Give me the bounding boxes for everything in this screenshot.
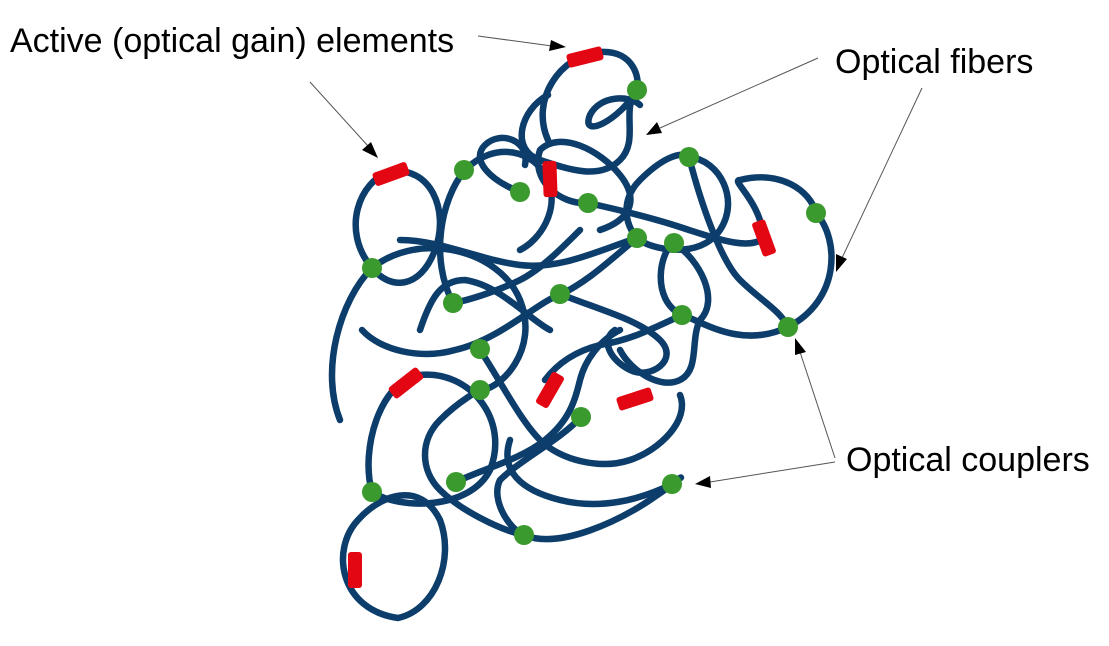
optical-fiber	[541, 311, 686, 384]
coupler-icon	[470, 380, 490, 400]
optical-fiber	[685, 153, 792, 331]
coupler-icon	[578, 193, 598, 213]
coupler-icon	[664, 233, 684, 253]
optical-fiber	[476, 346, 686, 468]
coupler-icon	[514, 525, 534, 545]
optical-fiber	[556, 234, 641, 299]
coupler-icon	[443, 293, 463, 313]
optical-fiber	[396, 234, 641, 269]
pointer-line	[659, 57, 819, 129]
arrowhead-icon	[695, 476, 711, 488]
optical-fiber	[358, 291, 564, 358]
coupler-icon	[550, 284, 570, 304]
coupler-icon	[362, 482, 382, 502]
optical-fiber	[584, 199, 768, 247]
gain-element-icon	[616, 387, 654, 411]
gain-element-icon	[348, 552, 362, 588]
optical-fiber	[339, 492, 449, 622]
gain-elements	[348, 46, 776, 588]
active-elements-label: Active (optical gain) elements	[10, 22, 455, 60]
optical-fiber	[504, 436, 676, 508]
optical-fiber	[365, 371, 499, 507]
optical-fibers-label: Optical fibers	[835, 43, 1034, 81]
coupler-icon	[454, 160, 474, 180]
arrowhead-icon	[549, 40, 566, 51]
gain-element-icon	[536, 372, 564, 408]
optical-fiber	[657, 209, 835, 339]
optical-fiber	[416, 276, 554, 334]
coupler-icon	[778, 317, 798, 337]
optical-fiber	[518, 86, 641, 175]
optical-fiber	[436, 148, 555, 307]
coupler-icon	[806, 203, 826, 223]
optical-fiber	[421, 386, 528, 539]
optical-fiber	[734, 174, 820, 242]
arrowhead-icon	[646, 122, 662, 135]
coupler-icon	[662, 474, 682, 494]
coupler-icon	[470, 339, 490, 359]
pointer-line	[709, 461, 836, 483]
optical-couplers-label: Optical couplers	[846, 441, 1090, 479]
pointer-line	[841, 87, 923, 259]
coupler-icon	[571, 407, 591, 427]
coupler-icon	[362, 258, 382, 278]
arrowhead-icon	[362, 142, 378, 158]
coupler-icon	[510, 182, 530, 202]
optical-fiber	[352, 168, 444, 286]
gain-element-icon	[752, 219, 776, 257]
coupler-icon	[679, 147, 699, 167]
pointer-line	[309, 81, 369, 147]
optical-fiber	[449, 226, 584, 307]
optical-fiber	[556, 290, 670, 376]
arrowhead-icon	[795, 338, 806, 355]
coupler-icon	[627, 80, 647, 100]
arrowhead-icon	[836, 254, 847, 272]
optical-fiber	[452, 326, 624, 486]
optical-fiber	[539, 48, 644, 144]
gain-element-icon	[388, 367, 424, 399]
pointer-line	[477, 35, 553, 47]
coupler-icon	[672, 305, 692, 325]
coupler-icon	[627, 228, 647, 248]
optical-fiber	[494, 413, 685, 543]
optical-fiber	[616, 239, 712, 386]
couplers	[362, 80, 826, 545]
gain-element-icon	[566, 46, 604, 68]
pointer-line	[799, 351, 836, 459]
gain-element-icon	[372, 162, 410, 186]
coupler-icon	[446, 472, 466, 492]
annotation-pointers	[309, 35, 923, 488]
fiber-network	[328, 48, 835, 622]
gain-element-icon	[542, 160, 558, 198]
